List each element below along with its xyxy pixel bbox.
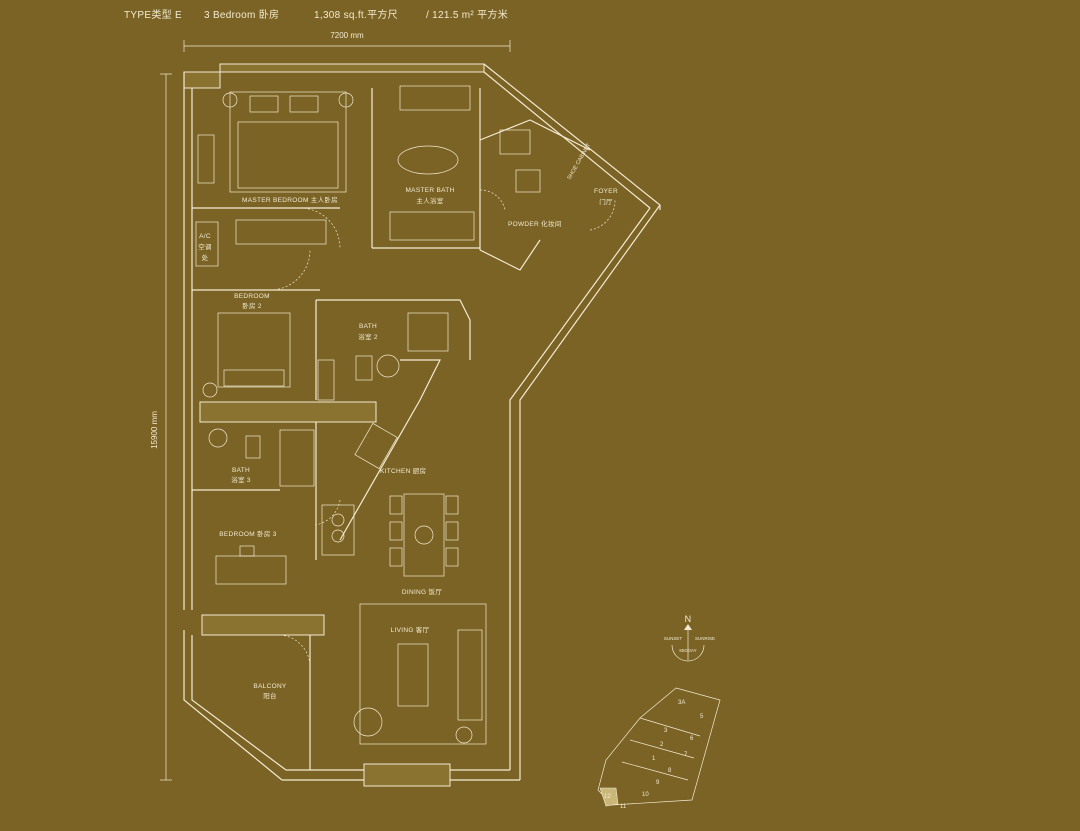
- furniture: [195, 85, 541, 745]
- exterior-walls: [183, 63, 661, 787]
- unit-type: TYPE类型 E: [124, 10, 182, 21]
- room-labels: MASTER BEDROOM 主人卧房 MASTER BATH 主人浴室 FOY…: [198, 142, 618, 700]
- label-kitchen: KITCHEN 厨房: [380, 466, 426, 475]
- compass-north: N: [685, 614, 692, 624]
- key-unit-3: 3: [664, 728, 668, 734]
- label-foyer-en: FOYER: [594, 188, 618, 195]
- label-bath3-cn: 浴室 3: [231, 475, 251, 484]
- key-unit-6: 6: [690, 736, 694, 742]
- doors: [269, 189, 616, 667]
- label-master-bath-cn: 主人浴室: [416, 196, 443, 205]
- key-unit-12: 12: [604, 794, 611, 800]
- area-sqm: / 121.5 m² 平方米: [426, 10, 508, 21]
- compass-sunset: SUNSET: [664, 636, 683, 641]
- compass-sunrise: SUNRISE: [695, 636, 715, 641]
- height-label: 15900 mm: [150, 411, 159, 449]
- key-unit-1: 1: [652, 756, 656, 762]
- label-ac-en: A/C: [199, 233, 211, 240]
- key-unit-5: 5: [700, 714, 704, 720]
- label-ac-cn2: 处: [202, 253, 209, 262]
- height-dimension: 15900 mm: [150, 73, 172, 781]
- width-dimension: 7200 mm: [183, 31, 511, 52]
- key-unit-8: 8: [668, 768, 672, 774]
- area-sqft: 1,308 sq.ft.平方尺: [314, 10, 398, 21]
- label-living: LIVING 客厅: [391, 625, 430, 634]
- compass: N SUNSET SUNRISE MIDDAY: [664, 614, 715, 662]
- bedroom-count: 3 Bedroom 卧房: [204, 10, 280, 21]
- width-label: 7200 mm: [330, 31, 364, 40]
- label-bath3-en: BATH: [232, 467, 250, 474]
- label-bedroom2-cn: 卧房 2: [242, 301, 262, 310]
- label-powder: POWDER 化妆间: [508, 219, 562, 228]
- key-unit-2: 2: [660, 742, 664, 748]
- label-master-bedroom: MASTER BEDROOM 主人卧房: [242, 195, 338, 204]
- interior-walls: [192, 88, 591, 770]
- label-bedroom3: BEDROOM 卧房 3: [219, 529, 276, 538]
- highlighted-unit: [599, 787, 619, 807]
- key-plan: [597, 687, 721, 807]
- label-foyer-cn: 门厅: [599, 197, 613, 206]
- label-master-bath-en: MASTER BATH: [405, 187, 454, 194]
- label-shoe-cabinet: SHOE CABINET: [567, 142, 593, 181]
- label-bath2-en: BATH: [359, 323, 377, 330]
- key-unit-3a: 3A: [678, 700, 686, 706]
- label-bath2-cn: 浴室 2: [358, 332, 378, 341]
- key-unit-9: 9: [656, 780, 660, 786]
- key-unit-11: 11: [620, 804, 627, 810]
- label-balcony-cn: 阳台: [263, 691, 277, 700]
- label-balcony-en: BALCONY: [253, 683, 287, 690]
- label-dining: DINING 饭厅: [402, 587, 442, 596]
- compass-midday: MIDDAY: [679, 648, 696, 653]
- key-unit-7: 7: [684, 752, 688, 758]
- label-ac-cn1: 空调: [198, 242, 212, 251]
- key-unit-10: 10: [642, 792, 649, 798]
- label-bedroom2-en: BEDROOM: [234, 293, 270, 300]
